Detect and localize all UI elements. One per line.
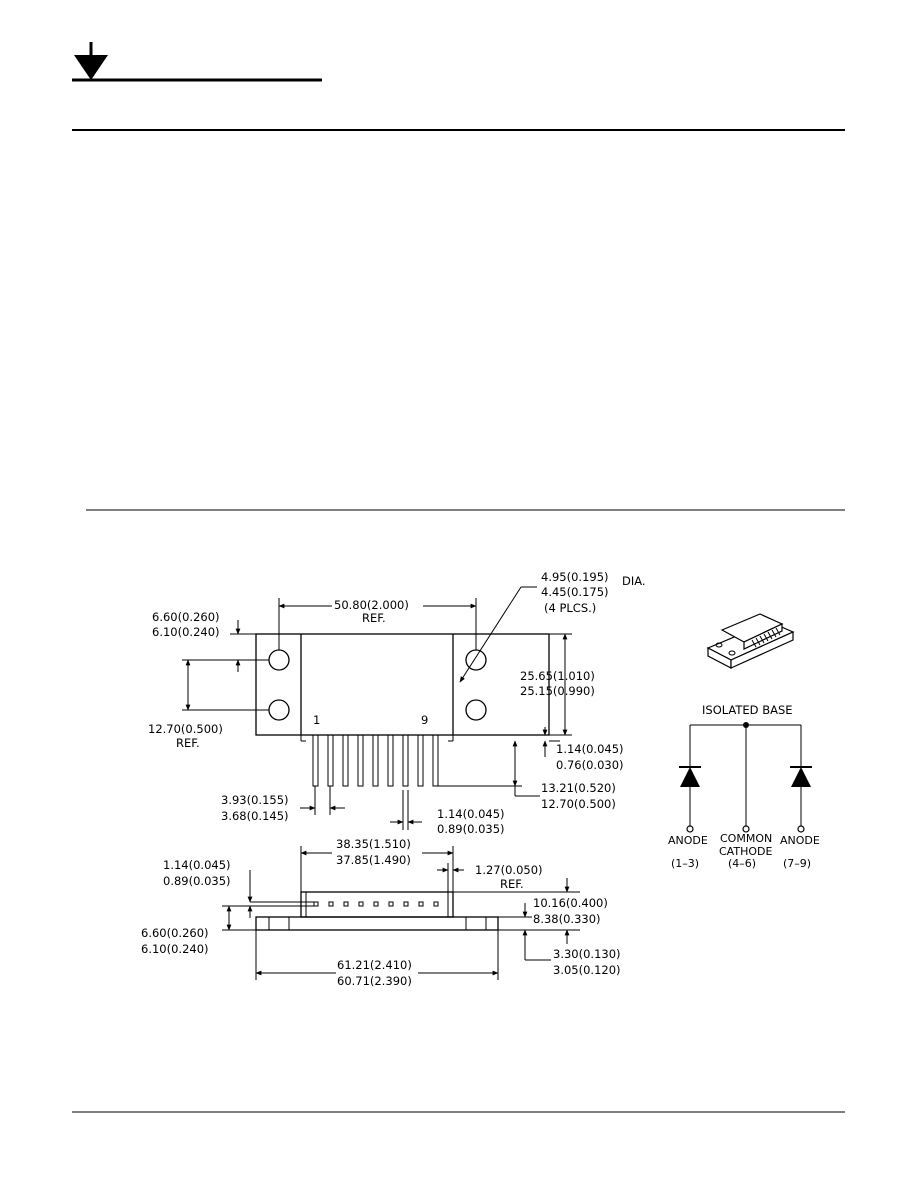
left-anode-label: ANODE [668,834,708,847]
cathode-label: CATHODE [719,845,772,858]
hole-dia-max: 4.95(0.195) [541,570,609,584]
body-length-min: 37.85(1.490) [336,853,411,867]
diode-left [680,767,700,787]
edge-ref-dim: 1.27(0.050) [475,863,543,877]
company-logo [72,42,322,82]
flange-thick-max: 3.30(0.130) [553,947,621,961]
edge-ref-label: REF. [500,877,524,891]
mount-span-dim: 50.80(2.000) [334,598,409,612]
base-thick-min: 6.10(0.240) [141,942,209,956]
lead-width-min: 0.89(0.035) [437,822,505,836]
cathode-pins: (4–6) [728,857,756,870]
mount-hole [465,699,487,721]
base-thick-max: 6.60(0.260) [141,926,209,940]
package-3d-illustration [706,613,795,669]
body-length-max: 38.35(1.510) [336,837,411,851]
total-length-max: 61.21(2.410) [337,958,412,972]
body-outline [300,891,454,918]
leads [312,734,439,787]
flange-outline [255,633,550,736]
lead-width-max: 1.14(0.045) [437,807,505,821]
pin-9-label: 9 [421,713,428,727]
diode-right [791,767,811,787]
right-anode-label: ANODE [780,834,820,847]
base-flange [255,916,499,931]
terminal-anode-right [797,825,805,833]
right-anode-pins: (7–9) [783,857,811,870]
lead-length-min: 12.70(0.500) [541,797,616,811]
hole-dia-min: 4.45(0.175) [541,585,609,599]
top-view: 1 9 50.80(2.000) REF. 4.95(0.195) DIA. 4… [148,570,646,836]
flange-thick-min: 3.05(0.120) [553,963,621,977]
schematic-title: ISOLATED BASE [702,703,793,717]
total-height-max: 10.16(0.400) [533,896,608,910]
hole-edge-max: 6.60(0.260) [152,610,220,624]
pin-1-label: 1 [313,713,320,727]
mount-hole [465,649,487,671]
left-anode-pins: (1–3) [671,857,699,870]
step-min: 0.76(0.030) [556,758,624,772]
lead-pitch-max: 3.93(0.155) [221,793,289,807]
hole-pitch-ref: REF. [176,736,200,750]
common-label: COMMON [720,832,772,845]
mount-hole [268,649,290,671]
hole-dia-dia: DIA. [622,574,646,588]
terminal-anode-left [686,825,694,833]
hole-edge-min: 6.10(0.240) [152,625,220,639]
mount-span-ref: REF. [362,611,386,625]
total-length-min: 60.71(2.390) [337,974,412,988]
hole-dia-qty: (4 PLCS.) [544,601,596,615]
terminal-cathode [742,825,750,833]
height-max: 25.65(1.010) [520,669,595,683]
lead-thickness-max: 1.14(0.045) [163,858,231,872]
mount-hole [268,699,290,721]
side-view: 38.35(1.510) 37.85(1.490) 1.27(0.050) RE… [141,837,621,988]
hole-pitch-dim: 12.70(0.500) [148,722,223,736]
total-height-min: 8.38(0.330) [533,912,601,926]
lead-thickness-min: 0.89(0.035) [163,874,231,888]
lead-length-max: 13.21(0.520) [541,781,616,795]
lead-pitch-min: 3.68(0.145) [221,809,289,823]
schematic: ISOLATED BASE ANODE (1–3) COMMON CATHODE… [668,703,820,870]
step-max: 1.14(0.045) [556,742,624,756]
lead-stubs [313,901,439,907]
height-min: 25.15(0.990) [520,684,595,698]
